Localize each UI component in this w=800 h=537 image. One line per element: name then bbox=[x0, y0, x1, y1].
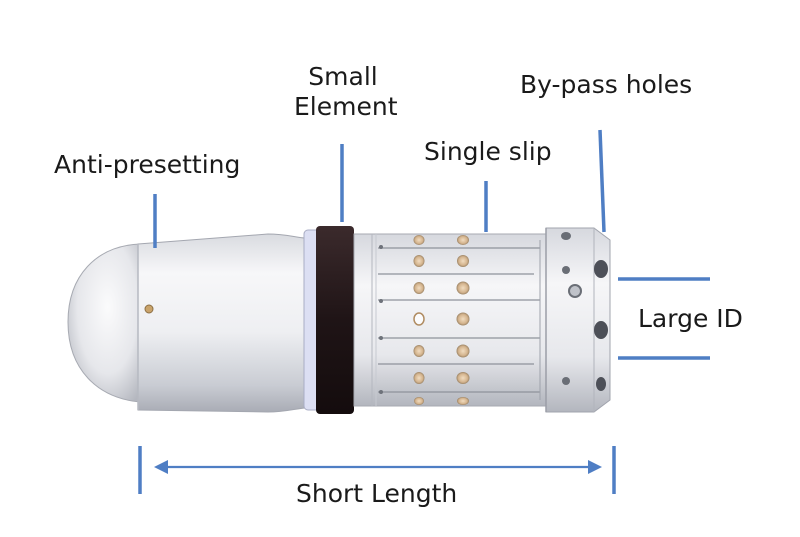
large-id-label: Large ID bbox=[638, 304, 743, 333]
small-element-band bbox=[316, 226, 354, 414]
single-slip-label: Single slip bbox=[424, 137, 552, 166]
nose-dome bbox=[67, 243, 141, 403]
leader-lines bbox=[138, 129, 710, 494]
anti-presetting-label: Anti-presetting bbox=[54, 150, 241, 179]
anti-presetting-pin bbox=[144, 304, 154, 314]
slip-slots bbox=[378, 247, 540, 393]
bypass-holes bbox=[561, 232, 608, 391]
slip-cage bbox=[353, 233, 555, 407]
short-length-arrow bbox=[154, 460, 602, 474]
main-body bbox=[137, 233, 321, 413]
small-element-label-line1: Small bbox=[308, 62, 378, 91]
slip-holes bbox=[413, 235, 470, 405]
bypass-holes-leader bbox=[598, 129, 606, 233]
small-element-label-line2: Element bbox=[294, 92, 398, 121]
bypass-holes-label: By-pass holes bbox=[520, 70, 693, 99]
short-length-label: Short Length bbox=[296, 479, 458, 508]
small-element-label: Small Element bbox=[294, 62, 398, 122]
